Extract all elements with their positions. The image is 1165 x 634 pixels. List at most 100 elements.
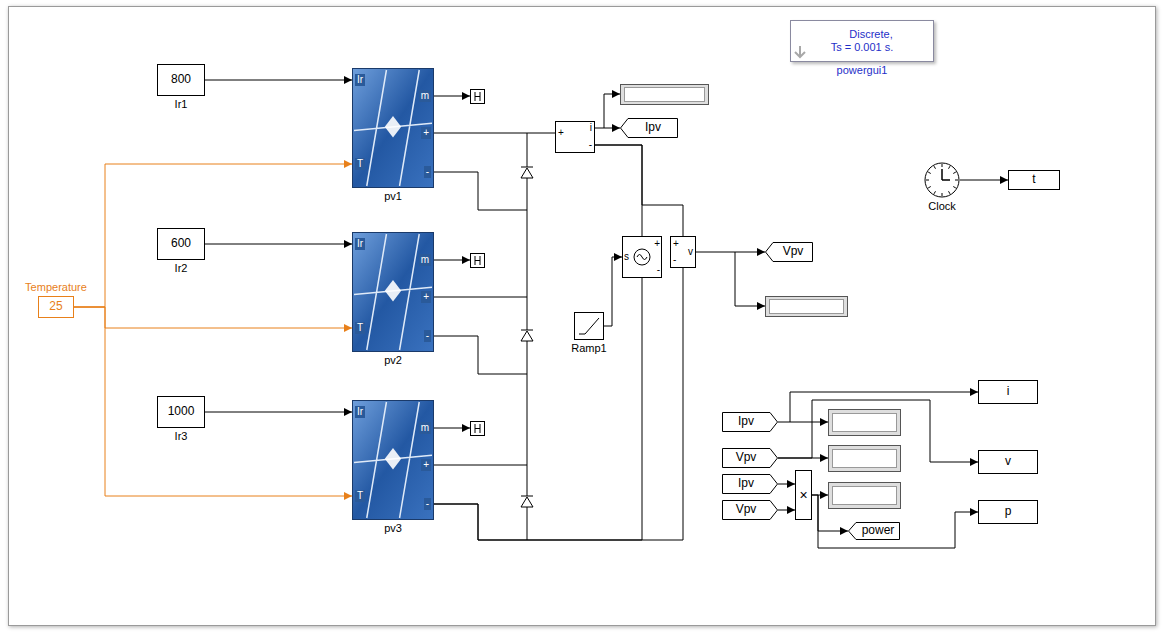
goto-tag: Vpv [765,242,813,262]
block-value: v [1005,455,1011,469]
bypass-diode [521,496,533,497]
signal-line [434,133,555,134]
display-block [766,297,848,317]
from-tag: Vpv [722,448,778,468]
block-name: powergui1 [837,64,888,77]
signal-line [434,278,642,540]
signal-line [812,495,848,531]
signal-line [205,412,352,413]
block-value: Ipv [738,477,754,491]
power-wire [434,172,527,210]
terminator-symbol [434,260,470,261]
port-label: + [673,238,679,250]
signal-line [604,257,622,326]
block-value: 600 [171,237,191,251]
goto-tag: power [848,522,900,540]
block-name: Clock [928,200,956,213]
block-name: Ir1 [175,98,188,111]
port-label: - [673,254,676,266]
signal-line [595,145,642,236]
signal-line [778,510,795,511]
from-tag: Vpv [722,500,778,520]
port-label: T [355,322,365,334]
block-name: Temperature [25,281,87,294]
constant-block: Temperature25 [38,296,74,318]
solver-setting: Discrete, Ts = 0.001 s. [827,28,897,53]
constant-block: 1000Ir3 [157,396,205,428]
ramp-block-outline [574,312,604,340]
bypass-diode [521,330,533,331]
block-value: Ipv [645,121,661,135]
signal-line [778,484,795,485]
signal-line [778,400,978,462]
terminator-symbol [475,424,480,433]
block-value: 25 [49,300,62,314]
port-label: T [355,490,365,502]
block-value: i [1007,385,1010,399]
port-label: - [424,166,431,178]
signal-line [778,392,978,422]
power-wire [434,133,527,540]
port-label: Ir [355,406,365,418]
port-label: v [688,246,693,258]
clock-block: Clock [924,162,960,198]
block-value: t [1032,173,1035,187]
block-name: Ir3 [175,430,188,443]
signal-line [595,145,683,236]
port-label: + [421,459,431,471]
block-value: Vpv [783,245,804,259]
terminator-symbol [434,96,470,97]
to-workspace: v [978,450,1038,474]
pv-array-block: IrTm+-pv1 [352,68,434,188]
display-block [829,446,901,472]
signal-line [205,244,352,245]
power-wire [434,336,527,374]
constant-block: 800Ir1 [157,64,205,96]
signal-line [960,180,1008,181]
goto-tag: Ipv [620,118,678,138]
power-wire [434,210,527,297]
port-label: + [421,127,431,139]
block-name: pv2 [384,354,402,367]
product-block: × [795,470,812,520]
block-value: p [1005,505,1012,519]
port-label: + [421,291,431,303]
block-value: Vpv [736,503,757,517]
from-tag: Ipv [722,474,778,494]
pv-array-block: IrTm+-pv2 [352,232,434,352]
block-value: Vpv [736,451,757,465]
port-label: + [654,238,660,250]
power-wire [434,374,527,465]
temperature-signal [74,307,352,496]
terminator-symbol [434,90,485,436]
port-label: s [624,251,629,263]
terminator-symbol [434,428,470,429]
clock-block-outline [924,162,960,198]
bypass-diode [521,331,533,341]
terminator-symbol [475,256,480,265]
block-value: 800 [171,73,191,87]
controlled-voltage-source: +s- [622,236,662,278]
block-value: × [799,487,807,503]
to-workspace: p [978,500,1038,524]
block-value: Ipv [738,415,754,429]
display-block [770,300,844,314]
signal-line [696,252,765,253]
display-block [621,85,901,509]
constant-block: 600Ir2 [157,228,205,260]
terminator-symbol [471,422,485,436]
port-label: - [424,330,431,342]
display-block [829,410,901,436]
terminator-symbol [475,92,480,101]
port-label: - [589,139,592,151]
display-block [833,487,897,505]
temperature-signal [74,307,352,328]
port-label: Ir [355,74,365,86]
signal-wire [818,495,828,496]
port-label: T [355,158,365,170]
port-label: m [419,254,431,266]
bypass-diode [521,497,533,507]
pv-array-block: IrTm+-pv3 [352,400,434,520]
block-name: pv1 [384,190,402,203]
block-name: pv3 [384,522,402,535]
